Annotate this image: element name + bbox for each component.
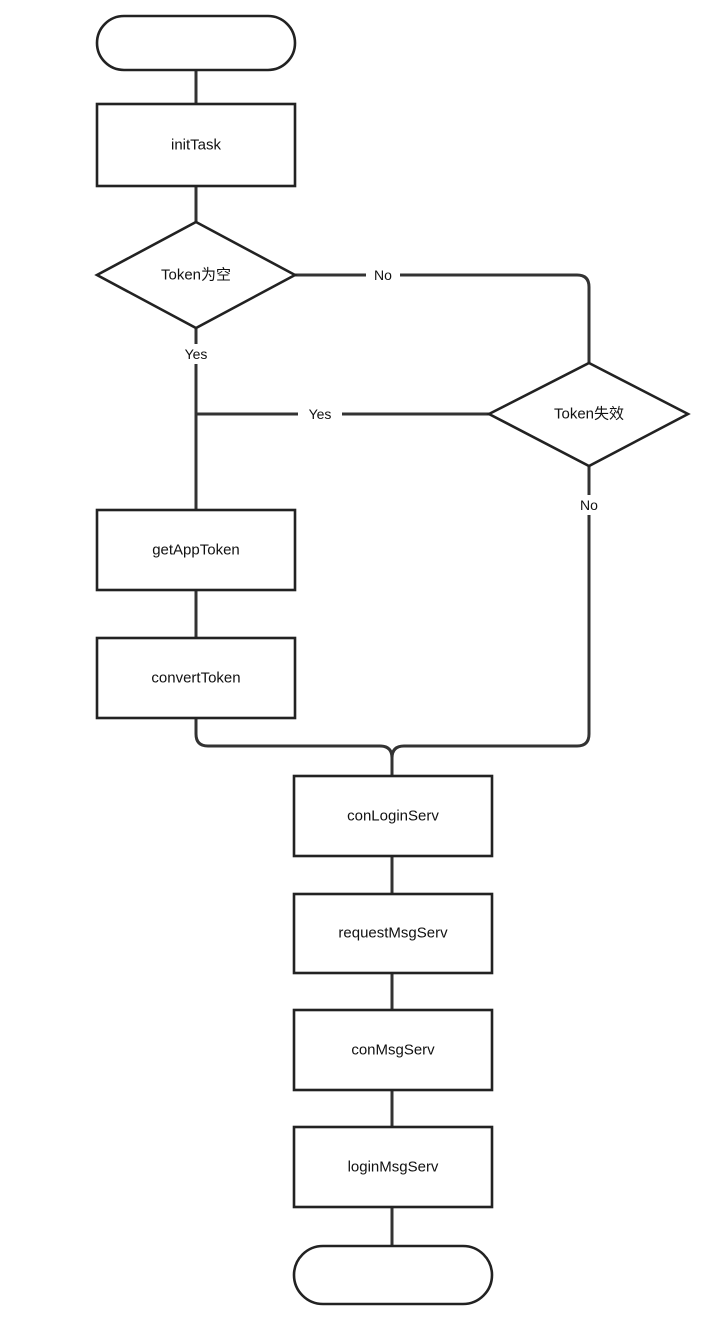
process-conmsgserv: conMsgServ [292, 1008, 494, 1092]
decision-token-invalid: Token失效 [486, 361, 691, 468]
requestmsgserv-label: requestMsgServ [338, 925, 448, 942]
conloginserv-label: conLoginServ [347, 808, 439, 825]
converttoken-label: convertToken [151, 670, 240, 687]
edge-label-token-invalid-no: No [572, 495, 606, 515]
loginmsgserv-label: loginMsgServ [348, 1159, 439, 1176]
token-invalid-label: Token失效 [554, 406, 624, 423]
token-empty-label: Token为空 [161, 267, 231, 284]
process-conloginserv: conLoginServ [292, 774, 494, 858]
connectors [194, 68, 591, 1248]
edge-label-token-invalid-yes: Yes [298, 404, 342, 424]
token-invalid-yes-label: Yes [309, 406, 332, 422]
token-invalid-no-label: No [580, 497, 598, 513]
connector-token-invalid-no [390, 464, 591, 778]
getapptoken-label: getAppToken [152, 542, 240, 559]
end-terminator [292, 1244, 494, 1306]
connector-converttoken-to-merge [194, 716, 394, 760]
inittask-label: initTask [171, 137, 222, 154]
token-empty-yes-label: Yes [185, 346, 208, 362]
token-empty-no-label: No [374, 267, 392, 283]
process-getapptoken: getAppToken [95, 508, 297, 592]
process-loginmsgserv: loginMsgServ [292, 1125, 494, 1209]
edge-label-token-empty-yes: Yes [175, 344, 217, 364]
conmsgserv-label: conMsgServ [351, 1042, 435, 1059]
decision-token-empty: Token为空 [94, 220, 298, 330]
connector-token-empty-no [293, 273, 591, 365]
process-inittask: initTask [95, 102, 297, 188]
start-terminator [95, 14, 297, 72]
process-requestmsgserv: requestMsgServ [292, 892, 494, 975]
process-converttoken: convertToken [95, 636, 297, 720]
edge-label-token-empty-no: No [366, 265, 400, 285]
